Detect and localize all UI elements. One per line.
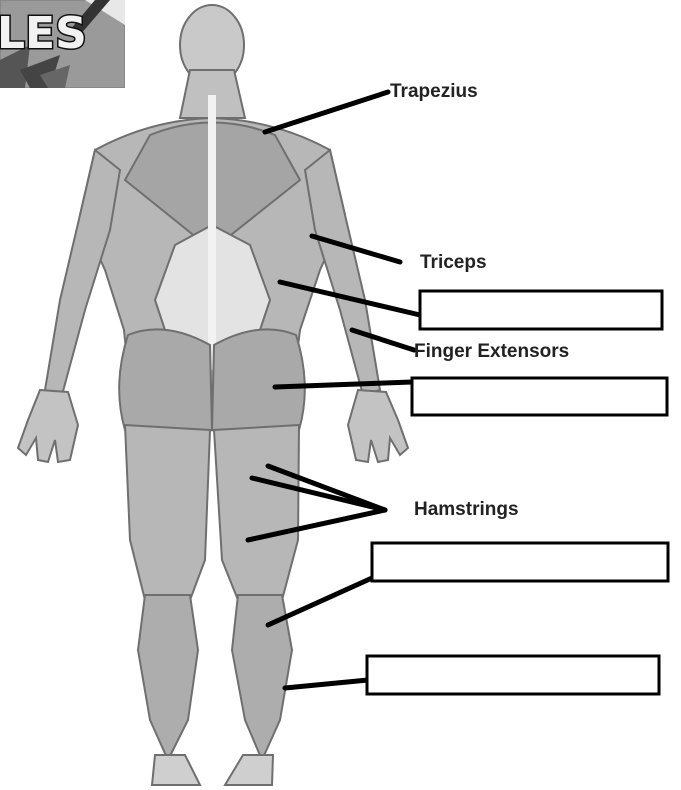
left-hand <box>18 390 78 462</box>
gluteus-left <box>119 329 212 440</box>
leader-trapezius <box>265 92 388 132</box>
label-triceps: Triceps <box>420 252 487 273</box>
left-foot <box>152 755 200 785</box>
right-thigh <box>214 425 299 600</box>
leader-achilles <box>285 680 368 688</box>
right-foot <box>225 755 273 785</box>
left-thigh <box>125 425 210 600</box>
body-figure <box>18 5 408 785</box>
label-hamstrings: Hamstrings <box>414 499 519 520</box>
answer-box-1[interactable] <box>420 291 662 329</box>
label-finger-extensors: Finger Extensors <box>414 341 569 362</box>
answer-box-2[interactable] <box>412 378 667 415</box>
left-calf <box>138 595 198 760</box>
answer-box-3[interactable] <box>372 543 668 581</box>
label-trapezius: Trapezius <box>390 81 478 102</box>
right-hand <box>348 390 408 462</box>
answer-box-4[interactable] <box>367 656 659 694</box>
